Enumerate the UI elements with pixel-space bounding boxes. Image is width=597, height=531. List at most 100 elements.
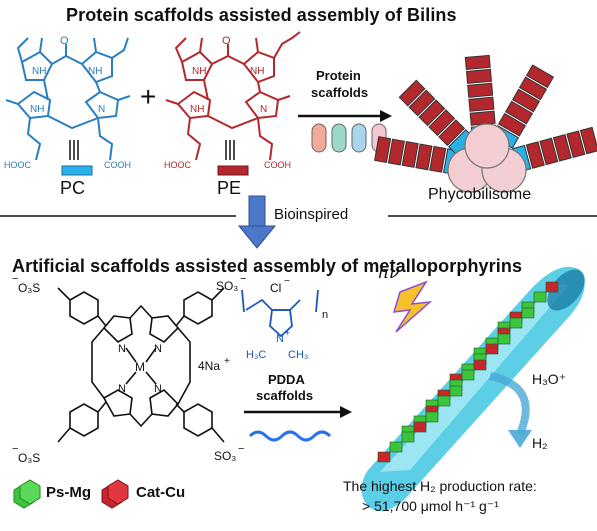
protein-pills — [311, 123, 387, 153]
pe-label: PE — [217, 178, 242, 198]
nanotube-fiber-block — [401, 431, 415, 443]
pc-label: PC — [60, 178, 86, 198]
pc-equivalence-bars — [69, 140, 79, 160]
pdda-cl-charge: − — [284, 276, 290, 287]
psmg-legend-blob — [13, 479, 41, 509]
nanotube-fiber-block — [449, 385, 463, 397]
phycobilisome-label: Phycobilisome — [428, 186, 532, 203]
phenyl-rings — [57, 287, 225, 443]
pdda-n-plus: N — [276, 333, 284, 345]
nanotube-fiber-block — [497, 333, 511, 345]
phycobilisome-disk — [374, 136, 392, 164]
pdda-label-2: scaffolds — [256, 388, 313, 403]
scaffold-arrowhead — [380, 110, 392, 122]
phycobilisome-disk — [401, 141, 419, 168]
pe-hooc: HOOC — [164, 160, 192, 170]
h3o-label: H₃O⁺ — [532, 371, 566, 387]
phycobilisome-disk — [497, 112, 527, 137]
nanotube-fiber-block — [485, 343, 499, 355]
na-counterion: 4Na — [198, 359, 220, 373]
pdda-ch3: CH₃ — [288, 349, 308, 361]
phycobilisome-disk — [525, 64, 555, 89]
pe-cooh: COOH — [264, 160, 291, 170]
pdda-cl: Cl — [270, 281, 281, 295]
nanotube-fiber-block — [521, 307, 535, 319]
core-disk-3 — [464, 123, 510, 169]
psmg-legend-label: Ps-Mg — [46, 484, 91, 501]
pc-swatch — [61, 165, 93, 176]
lightning-icon — [392, 280, 433, 333]
pdda-h3c: H₃C — [246, 349, 266, 361]
pdda-label-1: PDDA — [268, 372, 305, 387]
pc-nh-1: NH — [32, 66, 46, 77]
phycobilisome-disk — [418, 99, 446, 127]
so3-br: SO₃ — [214, 449, 236, 463]
catcu-legend-blob — [101, 479, 129, 509]
so3-tl-minus: − — [12, 273, 18, 285]
phycobilisome-disk — [465, 68, 493, 84]
phycobilisome-disk — [467, 82, 494, 98]
so3-tl: O₃S — [18, 281, 40, 295]
pc-nh-3: NH — [30, 104, 44, 115]
nanotube-fiber-block — [473, 359, 487, 371]
h2-label: H₂ — [532, 435, 548, 451]
nanotube-fiber-block — [413, 421, 427, 433]
pc-n-4: N — [98, 104, 105, 115]
nanotube-fiber-block — [533, 291, 547, 303]
phycobilisome-disk — [438, 119, 466, 147]
pdda-wave — [248, 430, 332, 442]
scaffold-label-2: scaffolds — [311, 85, 369, 100]
h2-arrowhead — [508, 430, 532, 448]
top-title: Protein scaffolds assisted assembly of B… — [66, 5, 457, 25]
h2-evolution-arrow — [489, 372, 530, 436]
pdda-plus-sign: + — [285, 328, 290, 338]
pc-cooh: COOH — [104, 160, 131, 170]
nanotube-fiber-block — [509, 317, 523, 329]
phycobilisome-disk — [398, 79, 426, 107]
nanotube-fiber-block — [461, 369, 475, 381]
rate-line-2: > 51,700 μmol h⁻¹ g⁻¹ — [362, 498, 499, 514]
so3-tr-minus: − — [240, 273, 246, 285]
nanotube-fiber-block — [545, 281, 559, 293]
phycobilisome-disk — [539, 137, 559, 166]
rate-line-1: The highest H₂ production rate: — [343, 478, 537, 494]
phycobilisome-disk — [511, 88, 541, 113]
pe-structure — [165, 31, 301, 161]
phycobilisome — [374, 54, 597, 193]
pe-swatch — [217, 165, 249, 176]
pe-nh-1: NH — [192, 66, 206, 77]
phycobilisome-disk — [504, 100, 534, 125]
pc-o-label: O — [60, 35, 69, 47]
nanotube — [361, 266, 585, 512]
assembly-arrowhead — [340, 406, 352, 418]
plus-sign: + — [140, 81, 156, 112]
pe-nh-3: NH — [190, 104, 204, 115]
pe-o-label: O — [222, 35, 231, 47]
so3-tr: SO₃ — [216, 279, 238, 293]
pe-equivalence-bars — [225, 140, 235, 160]
phycobilisome-disk — [464, 54, 491, 70]
phycobilisome-disk — [566, 130, 586, 158]
nanotube-fiber-block — [425, 411, 439, 423]
nanotube-fiber-block — [389, 441, 403, 453]
porphyrin-n-4: N — [154, 383, 162, 395]
phycobilisome-disk — [469, 110, 496, 126]
phycobilisome-disk — [525, 141, 545, 169]
bioinspired-arrow — [237, 195, 277, 249]
pdda-structure — [241, 289, 319, 338]
phycobilisome-disk — [387, 138, 405, 166]
pc-hooc: HOOC — [4, 160, 32, 170]
phycobilisome-disk — [415, 143, 433, 171]
porphyrin-core — [91, 304, 191, 428]
so3-bl: O₃S — [18, 451, 40, 465]
so3-bl-minus: − — [12, 443, 18, 455]
hv-label: hν — [378, 263, 399, 283]
porphyrin-n-1: N — [118, 343, 126, 355]
bioinspired-label: Bioinspired — [274, 206, 349, 223]
phycobilisome-disk — [579, 126, 597, 155]
pe-nh-2: NH — [250, 66, 264, 77]
scaffold-label-1: Protein — [316, 68, 361, 83]
phycobilisome-disk — [518, 76, 548, 101]
so3-br-minus: − — [238, 443, 244, 455]
